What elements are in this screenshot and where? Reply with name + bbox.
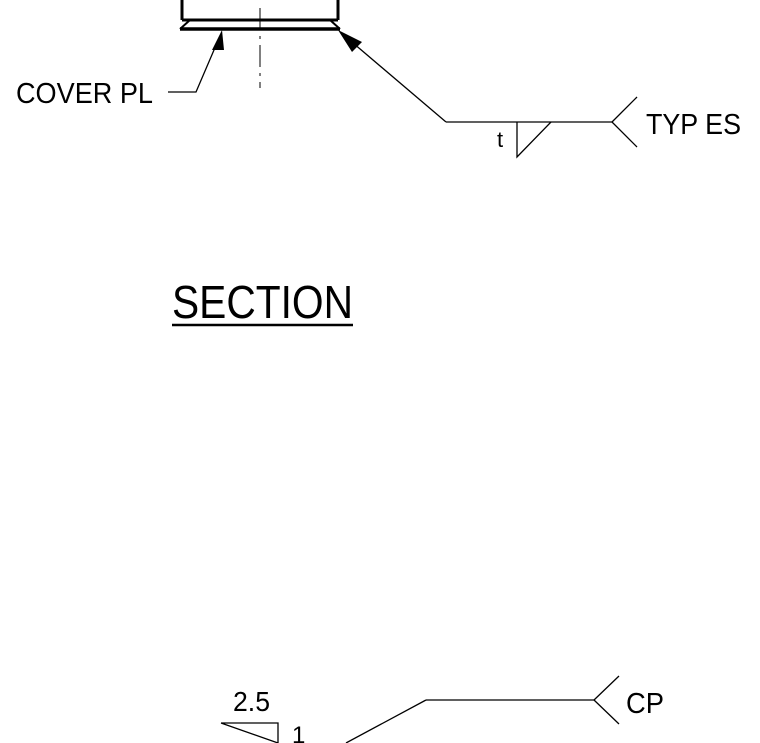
slope-run-label: 2.5 [233, 686, 270, 717]
cp-arrow-line [345, 699, 427, 743]
fillet-weld-symbol [516, 121, 552, 159]
slope-rise-label: 1 [292, 722, 305, 743]
weld-symbol-typ-es [338, 30, 638, 159]
cp-tail-upper [593, 675, 620, 701]
member-section [179, 0, 341, 88]
typ-es-label: TYP ES [646, 109, 741, 141]
cp-label: CP [626, 688, 664, 720]
weld-arrowhead [338, 30, 362, 52]
cover-plate-leader [168, 30, 224, 93]
weld-arrow-line [345, 36, 447, 123]
section-title: SECTION [172, 276, 353, 328]
weld-symbol-cp [345, 675, 620, 743]
slope-triangle [220, 722, 279, 743]
cover-plate-label: COVER PL [16, 78, 153, 110]
cover-plate-right-bevel [329, 19, 341, 30]
weld-tail-lower [611, 121, 638, 148]
cp-tail-lower [593, 699, 620, 725]
cover-plate-left-bevel [179, 19, 191, 30]
weld-size-label: t [497, 127, 503, 152]
leader-arrowhead [212, 30, 224, 50]
weld-tail-upper [611, 96, 638, 123]
